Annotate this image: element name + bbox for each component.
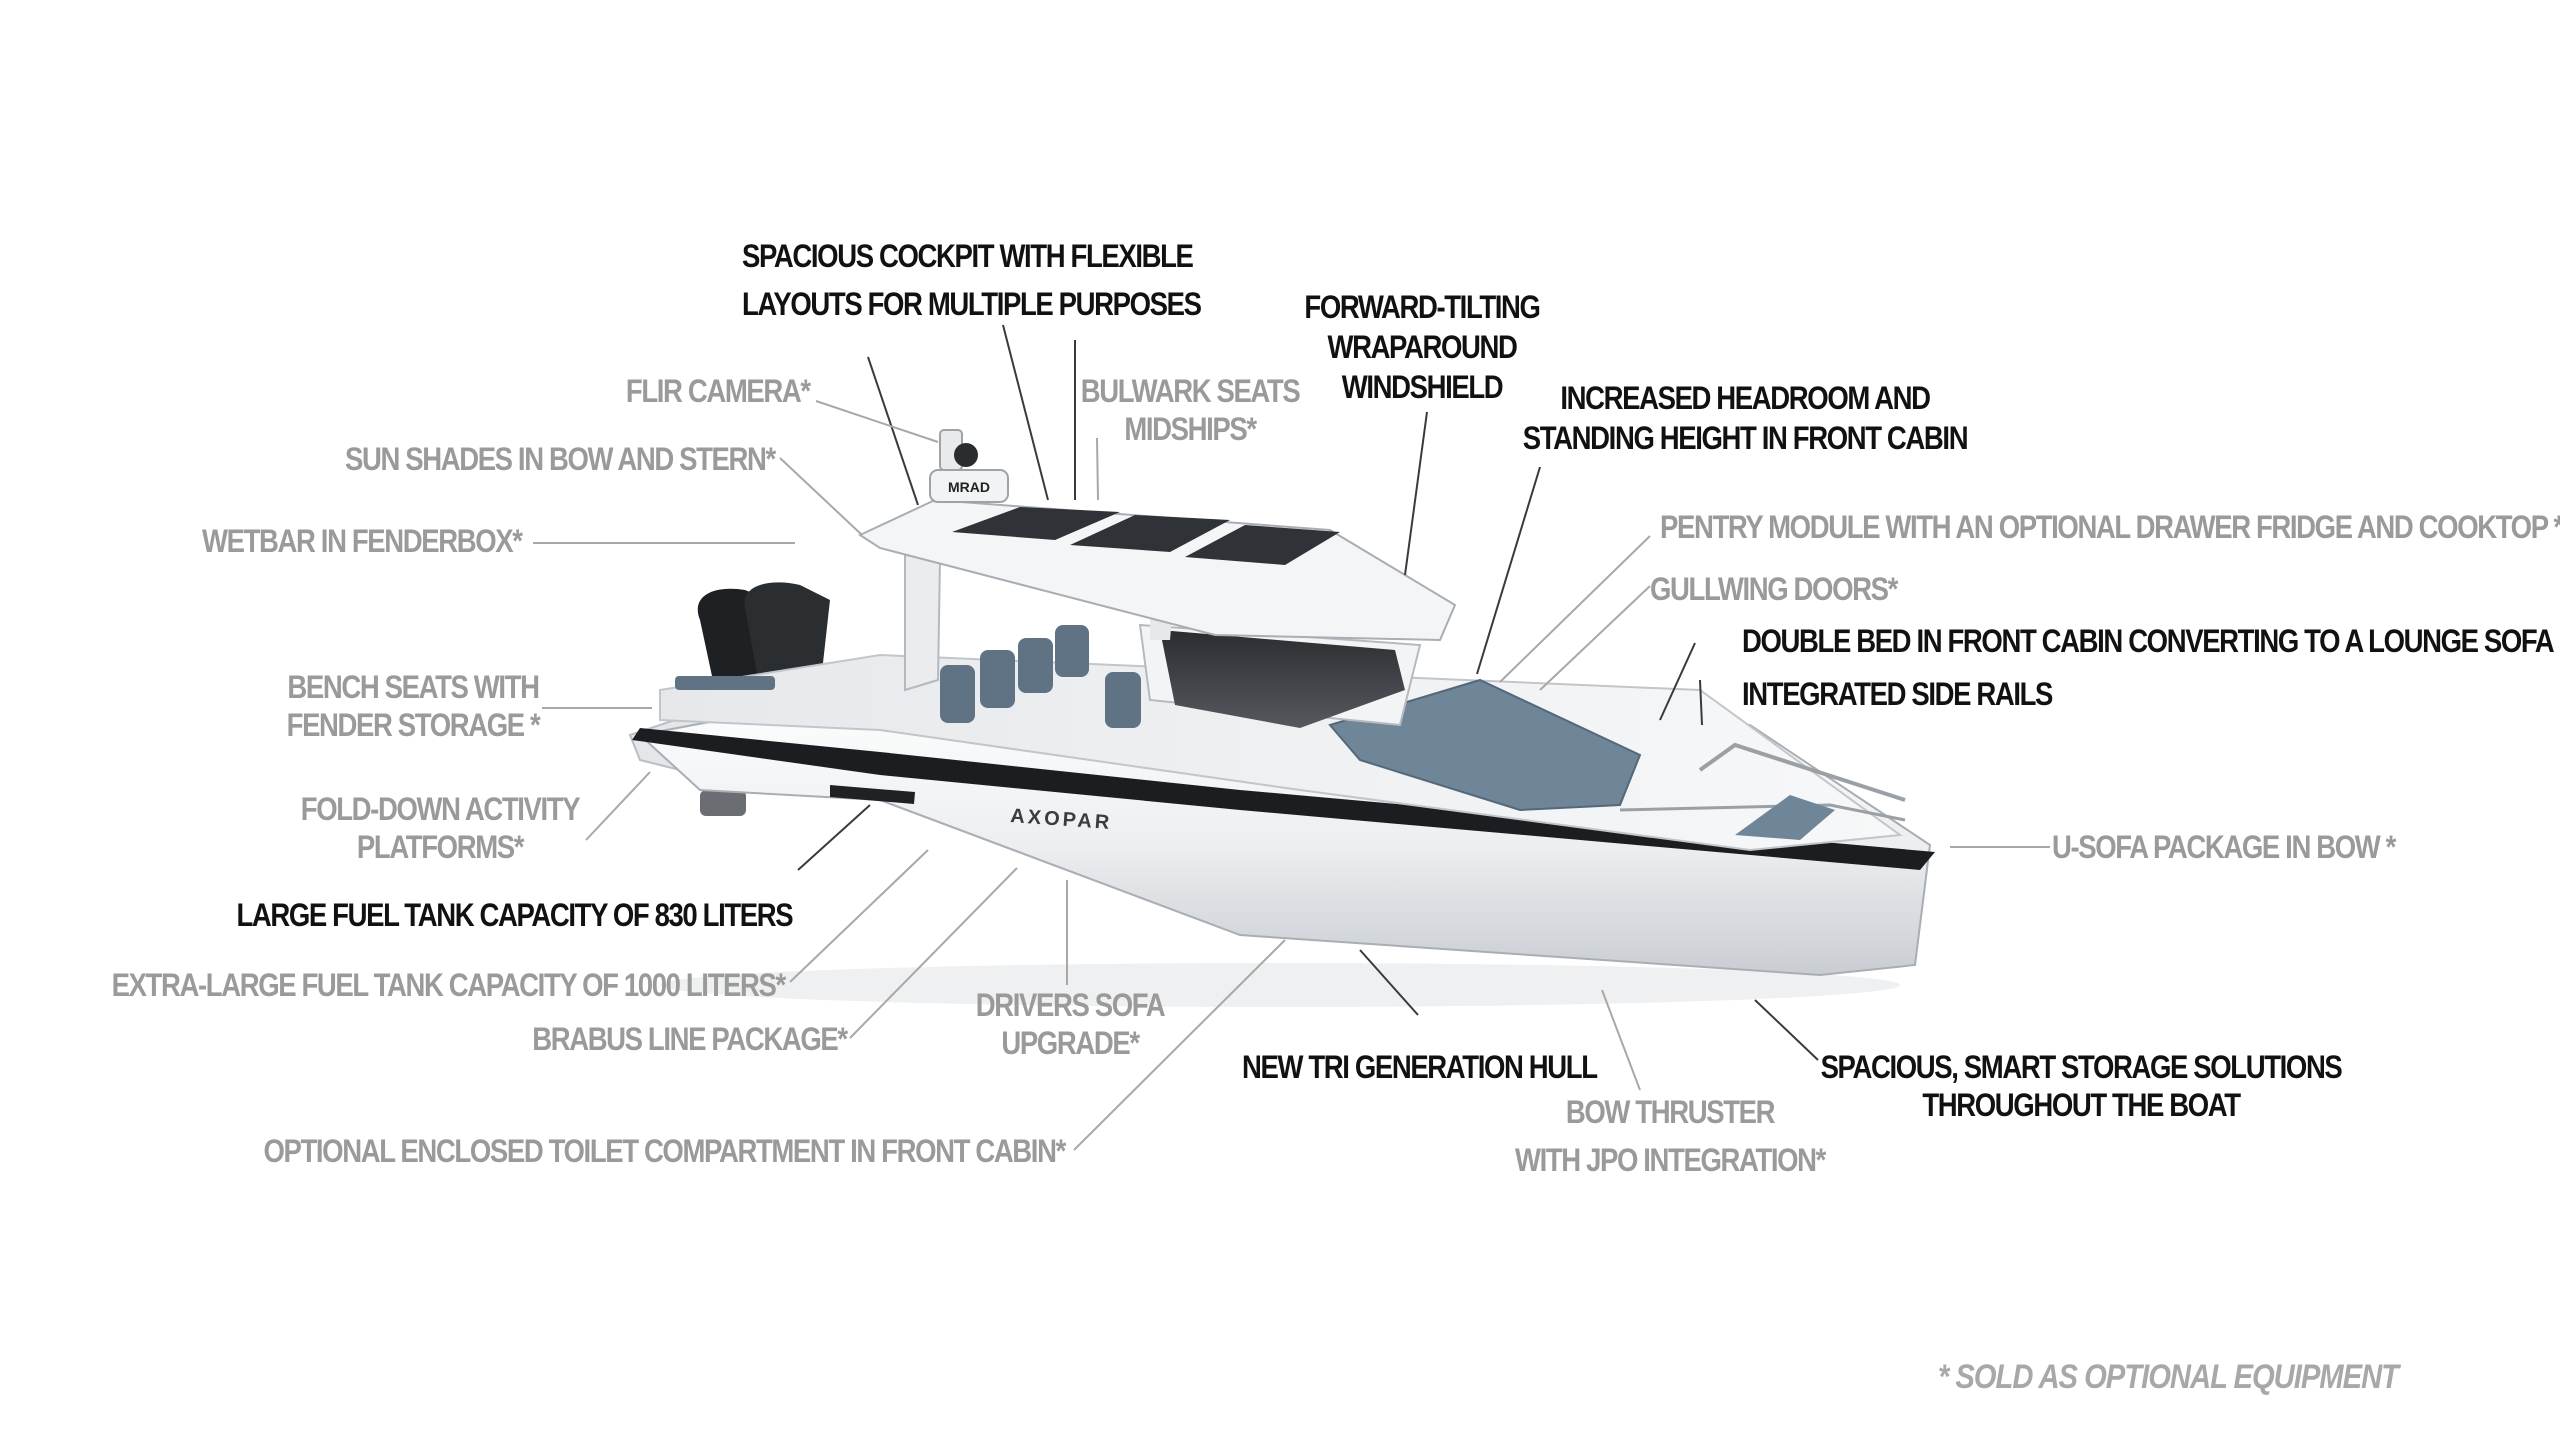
callout-spacious-cockpit: SPACIOUS COCKPIT WITH FLEXIBLE LAYOUTS F… xyxy=(742,238,1202,322)
t-top-pillar xyxy=(904,553,942,692)
leader-lines-grey xyxy=(533,400,2050,1151)
callout-bulwark-seats: BULWARK SEATS MIDSHIPS* xyxy=(1080,373,1301,447)
callout-u-sofa-package: U-SOFA PACKAGE IN BOW * xyxy=(2052,829,2396,865)
radar-mast: MRAD xyxy=(929,429,1009,503)
callout-flir-camera: FLIR CAMERA* xyxy=(626,373,811,409)
callout-enclosed-toilet: OPTIONAL ENCLOSED TOILET COMPARTMENT IN … xyxy=(263,1133,1067,1169)
callout-gullwing-doors: GULLWING DOORS* xyxy=(1650,571,1898,607)
callout-bench-seats: BENCH SEATS WITH FENDER STORAGE * xyxy=(286,669,541,743)
callout-sun-shades: SUN SHADES IN BOW AND STERN* xyxy=(345,441,776,477)
callout-extra-large-fuel-tank: EXTRA-LARGE FUEL TANK CAPACITY OF 1000 L… xyxy=(111,967,787,1003)
hull-stripe-aft xyxy=(830,785,915,804)
cockpit-seats xyxy=(675,625,1141,728)
outboard-motors xyxy=(697,582,830,816)
callout-increased-headroom: INCREASED HEADROOM AND STANDING HEIGHT I… xyxy=(1522,380,1969,456)
callout-large-fuel-tank: LARGE FUEL TANK CAPACITY OF 830 LITERS xyxy=(236,897,793,933)
callout-integrated-side-rails: INTEGRATED SIDE RAILS xyxy=(1742,676,2053,712)
svg-text:MRAD: MRAD xyxy=(948,479,990,495)
callout-wetbar: WETBAR IN FENDERBOX* xyxy=(202,523,523,559)
bow-cushion xyxy=(1735,795,1835,840)
foredeck-sunpad xyxy=(1328,678,1642,812)
callout-forward-tilting-windshield: FORWARD-TILTING WRAPAROUND WINDSHIELD xyxy=(1304,289,1541,405)
callout-tri-generation-hull: NEW TRI GENERATION HULL xyxy=(1242,1049,1598,1085)
callout-brabus-line: BRABUS LINE PACKAGE* xyxy=(532,1021,849,1057)
hull-shadow xyxy=(660,963,1900,1007)
side-rail xyxy=(1619,803,1906,822)
windshield xyxy=(1160,630,1405,728)
solar-panels xyxy=(952,507,1340,565)
leader-lines xyxy=(797,324,1819,1061)
rub-rail xyxy=(632,728,1935,870)
callout-double-bed: DOUBLE BED IN FRONT CABIN CONVERTING TO … xyxy=(1742,623,2555,659)
optional-equipment-footnote: * SOLD AS OPTIONAL EQUIPMENT xyxy=(1937,1358,2399,1396)
callout-pentry-module: PENTRY MODULE WITH AN OPTIONAL DRAWER FR… xyxy=(1660,509,2560,545)
callout-bow-thruster: BOW THRUSTER WITH JPO INTEGRATION* xyxy=(1514,1094,1826,1178)
callout-fold-down-platforms: FOLD-DOWN ACTIVITY PLATFORMS* xyxy=(300,791,581,865)
bow-rail xyxy=(1698,742,1906,802)
callout-drivers-sofa: DRIVERS SOFA UPGRADE* xyxy=(975,987,1166,1061)
callout-smart-storage: SPACIOUS, SMART STORAGE SOLUTIONS THROUG… xyxy=(1820,1049,2343,1123)
